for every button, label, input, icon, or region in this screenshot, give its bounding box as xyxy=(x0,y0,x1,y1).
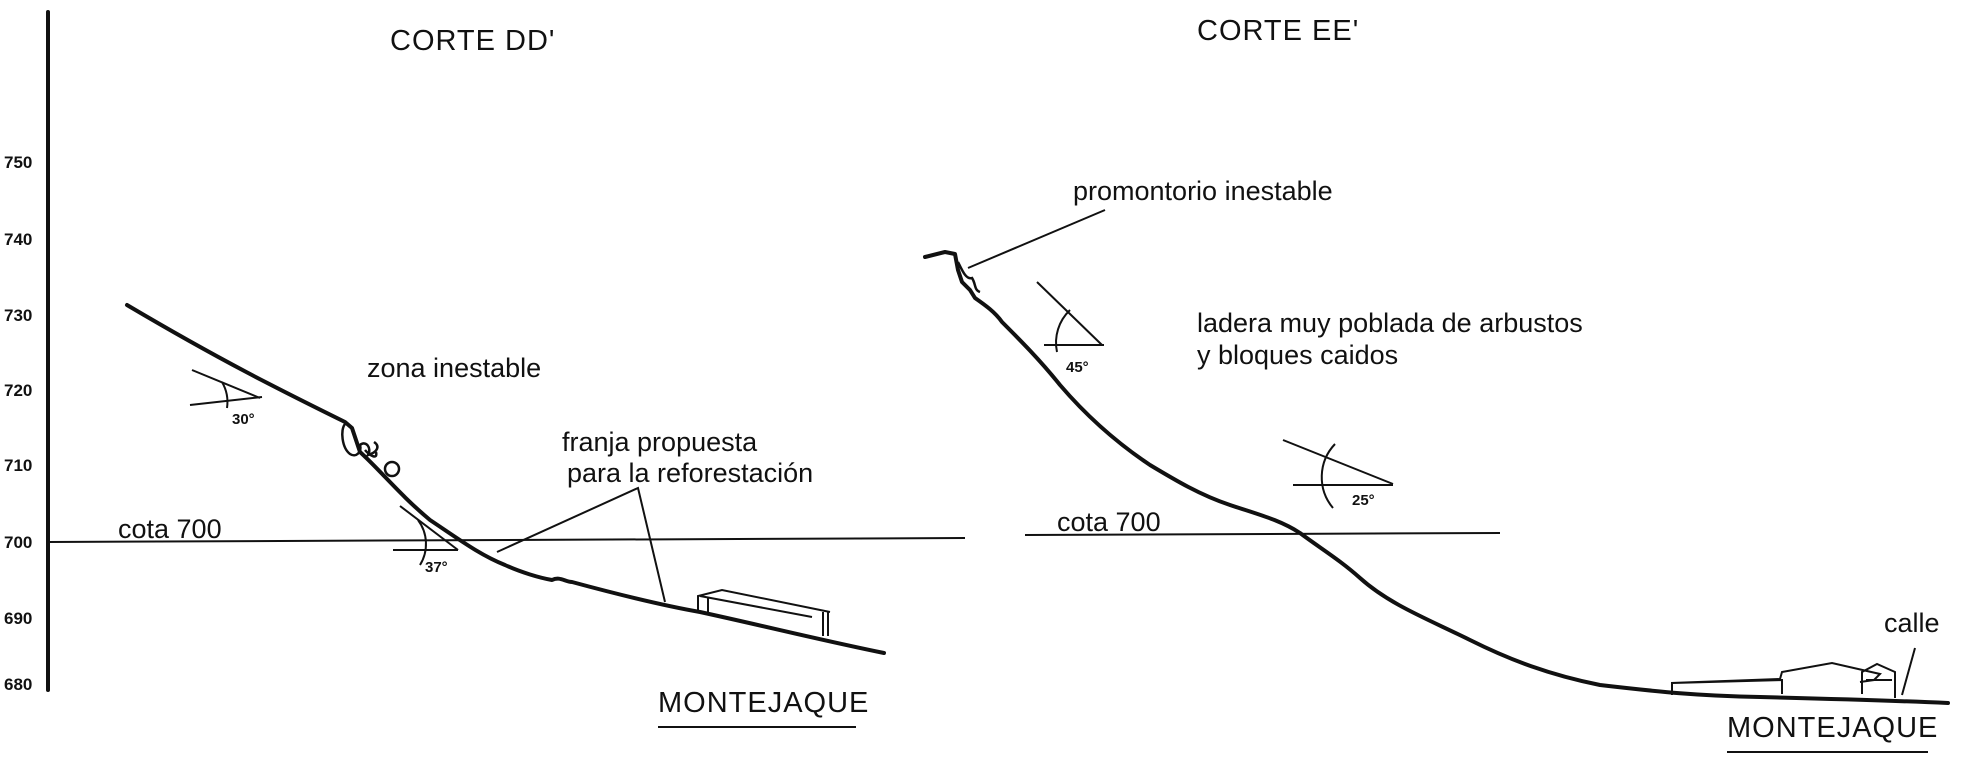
tick-740: 740 xyxy=(4,230,32,249)
section-ee: CORTE EE' cota 700 promontorio inestable… xyxy=(923,15,1950,753)
dd-angle-37: 37° xyxy=(393,505,459,576)
dd-terrain-profile xyxy=(125,303,886,655)
ee-angle-25: 25° xyxy=(1282,439,1394,509)
tick-700: 700 xyxy=(4,533,32,552)
ee-promontory-rock xyxy=(956,261,981,294)
ee-cota-700-line xyxy=(1024,532,1501,536)
ee-angle-25-label: 25° xyxy=(1352,492,1375,509)
dd-angle-37-label: 37° xyxy=(425,559,448,576)
ee-street-leader xyxy=(1901,647,1916,696)
dd-cota-700-line xyxy=(47,537,966,543)
elevation-axis: 750 740 730 720 710 700 690 680 xyxy=(4,10,50,694)
dd-fallen-block xyxy=(383,460,401,478)
ee-houses xyxy=(1671,661,1896,698)
tick-730: 730 xyxy=(4,306,32,325)
dd-unstable-zone-label: zona inestable xyxy=(367,353,541,383)
dd-house xyxy=(697,588,831,636)
dd-angle-30-label: 30° xyxy=(232,411,255,428)
tick-680: 680 xyxy=(4,675,32,694)
dd-town-label: MONTEJAQUE xyxy=(658,687,869,719)
ee-angle-45-label: 45° xyxy=(1066,359,1089,376)
dd-reforest-label-2: para la reforestación xyxy=(567,458,813,488)
ee-cota-700-label: cota 700 xyxy=(1057,507,1161,537)
ee-promontory-label: promontorio inestable xyxy=(1073,176,1333,206)
ee-terrain-profile xyxy=(923,250,1950,705)
ee-town-label: MONTEJAQUE xyxy=(1727,712,1938,744)
ee-angle-45: 45° xyxy=(1036,281,1104,376)
dd-angle-30: 30° xyxy=(189,369,263,428)
ee-slope-label-1: ladera muy poblada de arbustos xyxy=(1197,308,1583,338)
section-dd: CORTE DD' cota 700 30° 37° zona inestabl… xyxy=(47,25,966,728)
dd-unstable-blocks xyxy=(341,423,379,458)
dd-reforest-leader xyxy=(496,486,666,603)
dd-reforest-label-1: franja propuesta xyxy=(562,427,758,457)
tick-750: 750 xyxy=(4,153,32,172)
tick-720: 720 xyxy=(4,381,32,400)
ee-slope-label-2: y bloques caidos xyxy=(1197,340,1398,370)
section-ee-title: CORTE EE' xyxy=(1197,15,1359,47)
tick-710: 710 xyxy=(4,456,32,475)
dd-cota-700-label: cota 700 xyxy=(118,514,222,544)
section-dd-title: CORTE DD' xyxy=(390,25,555,57)
ee-street-label: calle xyxy=(1884,608,1940,638)
ee-promontory-leader xyxy=(967,209,1106,269)
tick-690: 690 xyxy=(4,609,32,628)
